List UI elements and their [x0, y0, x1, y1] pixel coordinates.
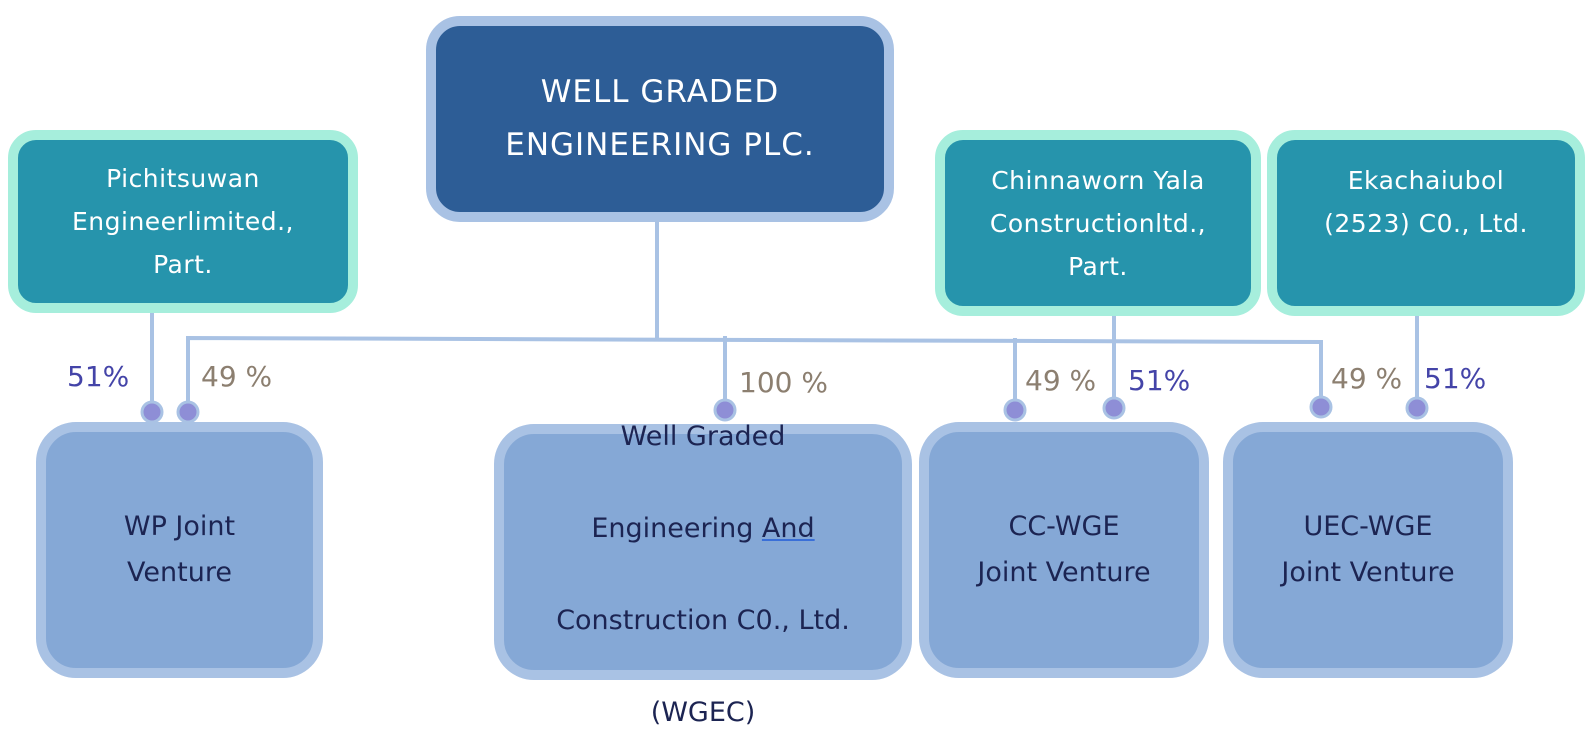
- child-box-wp-joint-venture: WP Joint Venture: [36, 422, 323, 678]
- wgec-line-1: Well Graded: [620, 421, 786, 452]
- parent-company-box: WELL GRADED ENGINEERING PLC.: [426, 16, 894, 222]
- pct-uec-partner: 51%: [1424, 362, 1487, 395]
- child-box-cc-wge: CC-WGE Joint Venture: [919, 422, 1209, 678]
- pct-wgec: 100 %: [739, 366, 828, 399]
- pct-uec-wge: 49 %: [1331, 362, 1403, 395]
- connector-dot: [713, 398, 737, 422]
- connector-dot: [140, 400, 164, 424]
- child-name-uec-wge: UEC-WGE Joint Venture: [1281, 511, 1455, 588]
- parent-company-name: WELL GRADED ENGINEERING PLC.: [505, 74, 815, 163]
- partner-name-pichitsuwan: Pichitsuwan Engineerlimited., Part.: [72, 164, 294, 279]
- child-name-wgec: Well Graded Engineering And Construction…: [556, 368, 850, 736]
- connector-dot: [1003, 398, 1027, 422]
- connector-dot: [1405, 396, 1429, 420]
- connector-dot: [176, 400, 200, 424]
- pct-wp-partner: 51%: [67, 360, 130, 393]
- wgec-line-2-underlined: And: [761, 513, 815, 544]
- connector-lines: [140, 220, 1429, 424]
- pct-cc-partner: 51%: [1128, 364, 1191, 397]
- child-box-uec-wge: UEC-WGE Joint Venture: [1223, 422, 1513, 678]
- child-name-wp-joint-venture: WP Joint Venture: [123, 511, 236, 588]
- child-name-cc-wge: CC-WGE Joint Venture: [977, 511, 1151, 588]
- partner-box-ekachaiubol: Ekachaiubol (2523) C0., Ltd.: [1267, 130, 1585, 316]
- connector-dot: [1309, 395, 1333, 419]
- partner-box-pichitsuwan: Pichitsuwan Engineerlimited., Part.: [8, 130, 358, 313]
- partner-name-ekachaiubol: Ekachaiubol (2523) C0., Ltd.: [1324, 166, 1528, 238]
- child-box-wgec: Well Graded Engineering And Construction…: [494, 421, 912, 728]
- connector-bus: [186, 335, 1323, 407]
- wgec-line-2: Engineering: [591, 513, 762, 544]
- pct-cc-wge: 49 %: [1025, 364, 1097, 397]
- wgec-line-3: Construction C0., Ltd.: [556, 605, 850, 636]
- connector-dot: [1102, 396, 1126, 420]
- partner-box-chinnaworn: Chinnaworn Yala Constructionltd., Part.: [935, 130, 1261, 316]
- pct-wp-wge: 49 %: [201, 360, 273, 393]
- partner-name-chinnaworn: Chinnaworn Yala Constructionltd., Part.: [989, 165, 1207, 281]
- wgec-line-4: (WGEC): [650, 697, 756, 728]
